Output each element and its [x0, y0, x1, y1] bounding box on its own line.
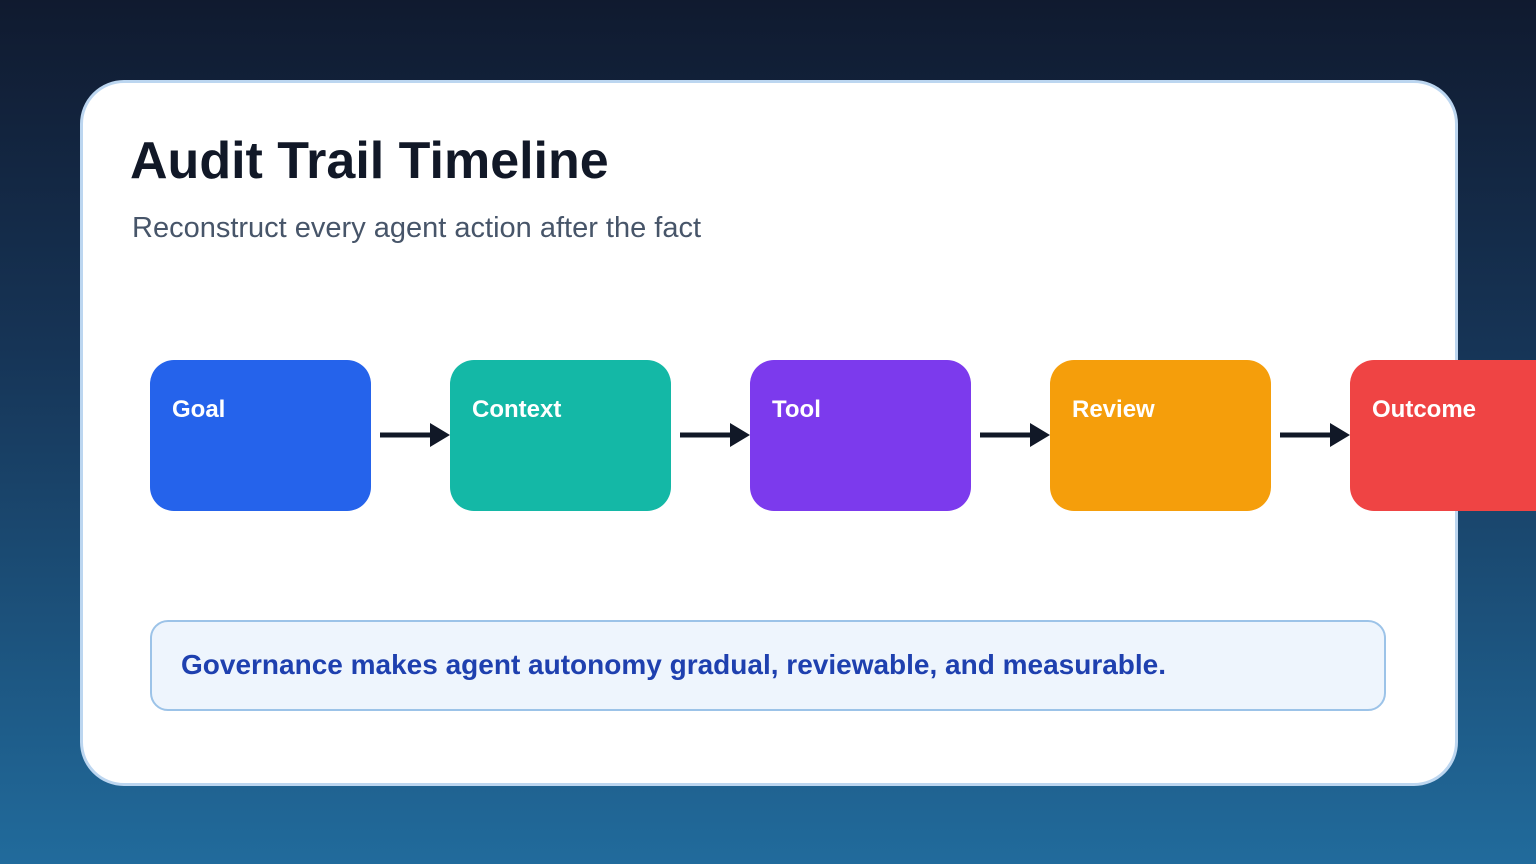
arrow-right-icon — [680, 423, 750, 447]
timeline-step-goal: Goal — [150, 360, 371, 511]
timeline-step-label: Goal — [172, 396, 226, 423]
page-title: Audit Trail Timeline — [130, 132, 609, 190]
timeline-step-review: Review — [1050, 360, 1271, 511]
page-subtitle: Reconstruct every agent action after the… — [132, 212, 702, 244]
arrow-right-icon — [380, 423, 450, 447]
timeline-step-label: Outcome — [1372, 396, 1477, 423]
arrow-right-icon — [1280, 423, 1350, 447]
governance-callout: Governance makes agent autonomy gradual,… — [150, 620, 1386, 711]
arrow-right-icon — [980, 423, 1050, 447]
timeline-step-context: Context — [450, 360, 671, 511]
callout-text: Governance makes agent autonomy gradual,… — [181, 649, 1167, 680]
timeline-step-label: Context — [472, 396, 562, 423]
timeline-step-outcome: Outcome — [1350, 360, 1536, 511]
timeline-step-tool: Tool — [750, 360, 971, 511]
timeline-step-label: Review — [1072, 396, 1155, 423]
timeline-step-label: Tool — [772, 396, 821, 423]
